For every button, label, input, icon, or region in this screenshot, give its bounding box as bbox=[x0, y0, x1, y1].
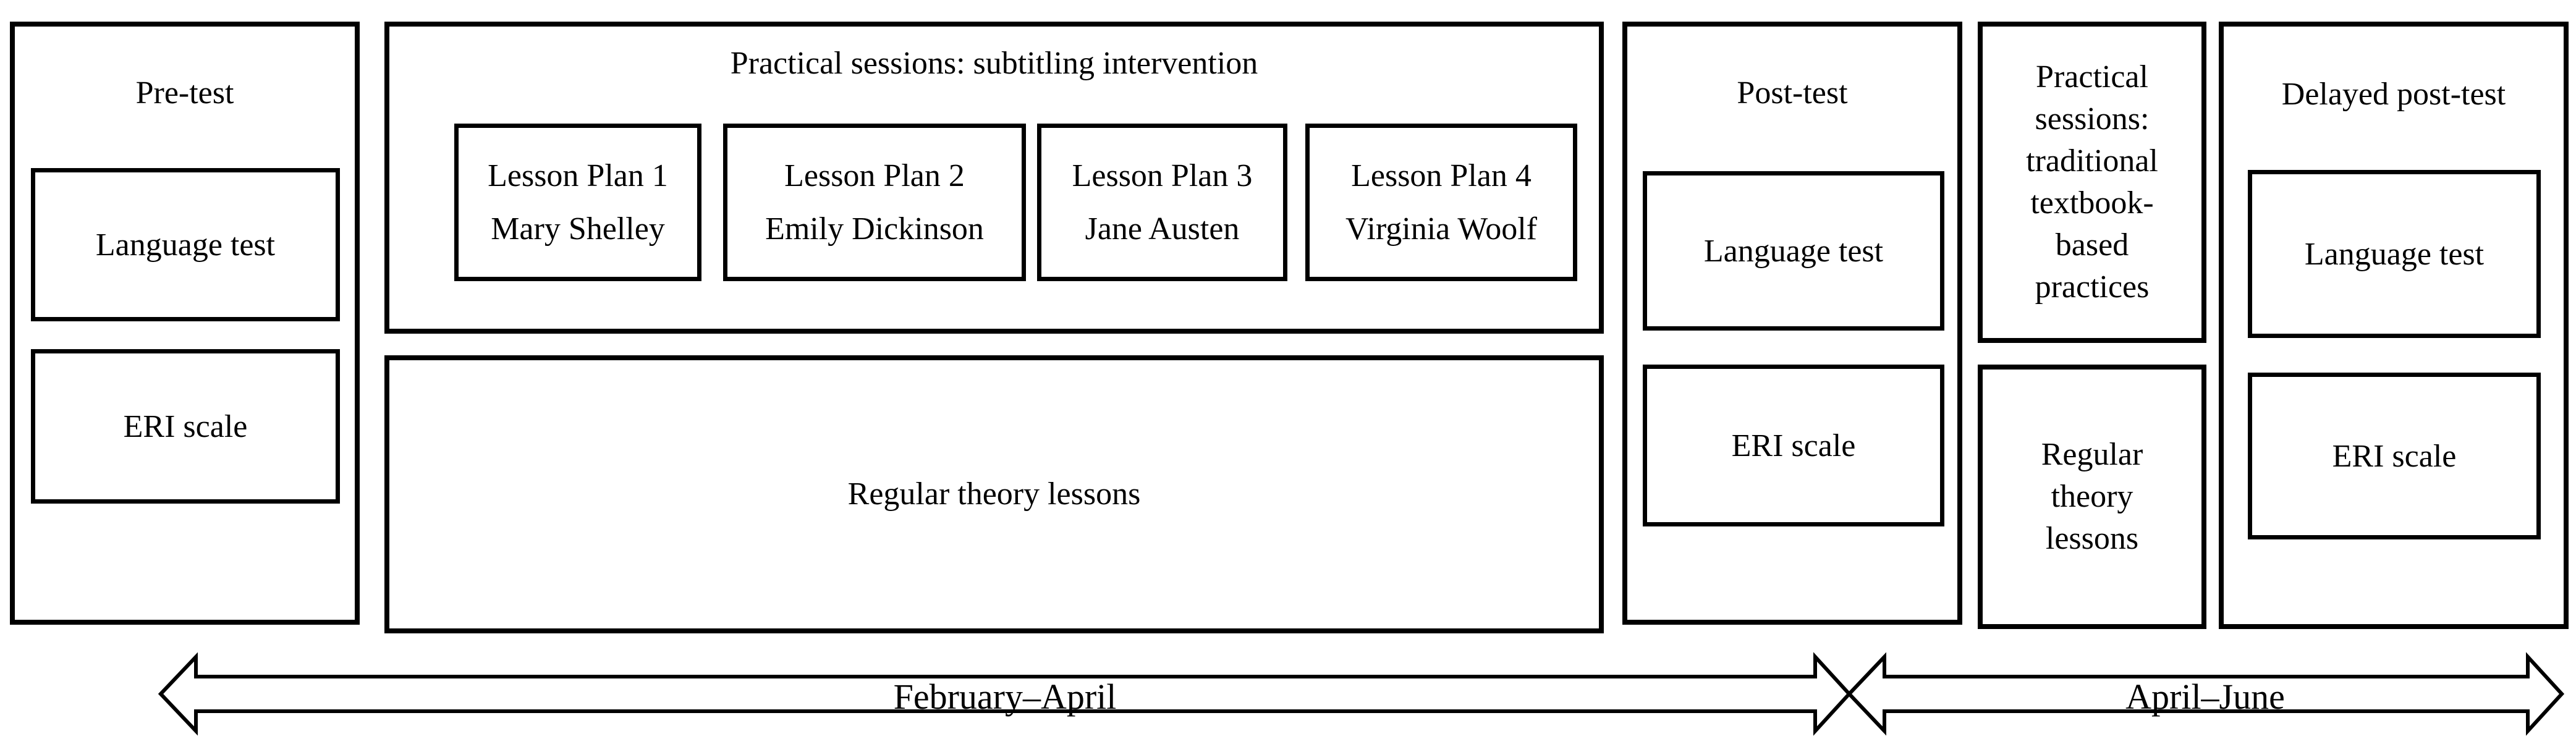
pretest-title: Pre-test bbox=[135, 75, 234, 111]
control-title-line-4: textbook- bbox=[2030, 185, 2154, 221]
pretest-eri-scale-label: ERI scale bbox=[123, 408, 248, 444]
posttest-eri-scale-box: ERI scale bbox=[1643, 365, 1944, 526]
intervention-regular-theory-box: Regular theory lessons bbox=[384, 355, 1604, 633]
control-title-line-1: Practical bbox=[2036, 59, 2148, 95]
control-regular-line-1: Regular bbox=[2041, 437, 2143, 472]
intervention-regular-theory-label: Regular theory lessons bbox=[847, 476, 1141, 512]
posttest-eri-scale-label: ERI scale bbox=[1731, 428, 1856, 463]
delayed-posttest-title: Delayed post-test bbox=[2281, 77, 2506, 112]
lesson-plan-3-name: Lesson Plan 3 bbox=[1072, 158, 1253, 193]
delayed-language-test-box: Language test bbox=[2248, 170, 2541, 338]
control-regular-theory-box: Regular theory lessons bbox=[1978, 365, 2206, 629]
lesson-plan-2-author: Emily Dickinson bbox=[765, 211, 984, 247]
lesson-plan-2-name: Lesson Plan 2 bbox=[784, 158, 965, 193]
pretest-eri-scale-box: ERI scale bbox=[31, 349, 340, 504]
control-regular-line-2: theory bbox=[2051, 479, 2133, 514]
timeline-label-february-april: February–April bbox=[894, 677, 1117, 717]
lesson-plan-3-box: Lesson Plan 3 Jane Austen bbox=[1037, 124, 1287, 281]
control-title-line-6: practices bbox=[2035, 269, 2150, 305]
posttest-title: Post-test bbox=[1737, 75, 1848, 111]
pretest-language-test-box: Language test bbox=[31, 168, 340, 321]
timeline-label-april-june: April–June bbox=[2125, 677, 2285, 717]
pretest-box: Pre-test bbox=[10, 22, 360, 625]
control-title-line-2: sessions: bbox=[2035, 101, 2150, 137]
delayed-eri-scale-label: ERI scale bbox=[2332, 438, 2457, 474]
lesson-plan-1-name: Lesson Plan 1 bbox=[488, 158, 668, 193]
control-title-line-5: based bbox=[2055, 227, 2129, 263]
delayed-language-test-label: Language test bbox=[2304, 236, 2485, 272]
lesson-plan-1-box: Lesson Plan 1 Mary Shelley bbox=[454, 124, 701, 281]
control-title-line-3: traditional bbox=[2026, 143, 2158, 179]
lesson-plan-4-author: Virginia Woolf bbox=[1345, 211, 1537, 247]
timeline-arrow-april-june bbox=[1846, 652, 2565, 736]
control-regular-line-3: lessons bbox=[2045, 521, 2139, 556]
control-practical-sessions-box: Practical sessions: traditional textbook… bbox=[1978, 22, 2206, 343]
intervention-title: Practical sessions: subtitling intervent… bbox=[730, 46, 1258, 81]
posttest-language-test-box: Language test bbox=[1643, 171, 1944, 331]
lesson-plan-4-name: Lesson Plan 4 bbox=[1351, 158, 1532, 193]
delayed-eri-scale-box: ERI scale bbox=[2248, 373, 2541, 539]
lesson-plan-1-author: Mary Shelley bbox=[491, 211, 665, 247]
lesson-plan-4-box: Lesson Plan 4 Virginia Woolf bbox=[1305, 124, 1577, 281]
pretest-language-test-label: Language test bbox=[95, 227, 276, 263]
lesson-plan-3-author: Jane Austen bbox=[1085, 211, 1240, 247]
lesson-plan-2-box: Lesson Plan 2 Emily Dickinson bbox=[723, 124, 1026, 281]
posttest-language-test-label: Language test bbox=[1703, 233, 1884, 269]
